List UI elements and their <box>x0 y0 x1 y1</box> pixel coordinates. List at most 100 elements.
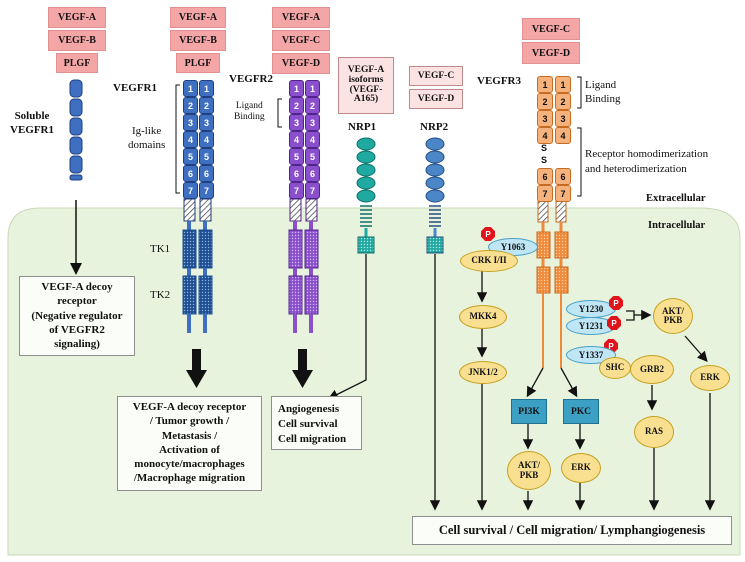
ligand-binding-label: Ligand Binding <box>585 78 620 107</box>
nrp2-label: NRP2 <box>420 121 449 133</box>
cytoplasm-region <box>7 207 741 556</box>
ig-domain: 3 <box>555 110 571 127</box>
soluble-vegfr1-label: Soluble VEGFR1 <box>10 110 54 138</box>
phospho-marker: P <box>481 227 495 241</box>
ig-domain: 1 <box>199 80 214 97</box>
vegfr1-outcome-box: VEGF-A decoy receptor / Tumor growth / M… <box>117 396 262 491</box>
vegfr1-intracellular <box>182 198 213 333</box>
akt-pkb-node: AKT/ PKB <box>507 451 551 490</box>
ras-node: RAS <box>634 416 674 448</box>
disulfide-s: S <box>541 155 548 165</box>
dimerization-label: Receptor homodimerization and heterodime… <box>585 147 708 178</box>
soluble-vegfr1-chain <box>69 79 83 181</box>
node-line: AKT/ <box>661 305 684 316</box>
tk2-label: TK2 <box>150 289 171 301</box>
ligand-box: VEGF-C <box>272 30 330 51</box>
ig-domain: 2 <box>537 93 553 110</box>
erk-node: ERK <box>561 453 601 483</box>
ig-domain: 5 <box>183 148 198 165</box>
node-line: AKT/ <box>517 460 540 471</box>
jnk-node: JNK1/2 <box>459 361 507 384</box>
label-line: Binding <box>585 93 621 106</box>
ig-domain: 7 <box>555 185 571 202</box>
ligand-box: VEGF-A <box>272 7 330 28</box>
box-line: Metastasis / <box>161 429 218 442</box>
ig-domain: 3 <box>199 114 214 131</box>
box-line: signaling) <box>54 338 100 351</box>
ig-domain: 1 <box>305 80 320 97</box>
akt-pkb-node: AKT/ PKB <box>653 298 693 334</box>
ligand-box: VEGF-A <box>170 7 226 28</box>
ig-domain: 5 <box>199 148 214 165</box>
nrp1-ligand-line: VEGF-A <box>347 64 385 75</box>
ig-domain: 3 <box>537 110 553 127</box>
ig-domain: 3 <box>289 114 304 131</box>
erk-node: ERK <box>690 365 730 391</box>
ig-domain: 7 <box>537 185 553 202</box>
ligand-box: VEGF-D <box>409 89 463 109</box>
ligand-box: PLGF <box>176 53 220 73</box>
big-arrows <box>186 349 313 388</box>
ig-domain: 7 <box>305 182 320 199</box>
y1230-site: Y1230 <box>566 300 616 318</box>
intracellular-label: Intracellular <box>648 220 706 231</box>
crk-node: CRK I/II <box>460 250 518 272</box>
box-line: (Negative regulator <box>31 309 123 322</box>
box-line: /Macrophage migration <box>133 472 246 485</box>
disulfide-s: S <box>541 143 548 153</box>
ligand-box: VEGF-C <box>409 66 463 86</box>
vegfr2-intracellular <box>288 198 319 333</box>
ig-domain: 7 <box>199 182 214 199</box>
phospho-marker: P <box>607 316 621 330</box>
vegfr2-outcome-box: Angiogenesis Cell survival Cell migratio… <box>271 396 362 450</box>
box-line: VEGF-A decoy <box>41 281 113 293</box>
ig-domain: 6 <box>183 165 198 182</box>
ig-domain: 1 <box>289 80 304 97</box>
ig-domain: 6 <box>289 165 304 182</box>
box-line: Cell survival <box>278 417 338 430</box>
box-line: of VEGFR2 <box>49 323 105 336</box>
ig-domain: 1 <box>183 80 198 97</box>
ig-domain: 6 <box>537 168 553 185</box>
ig-domain: 4 <box>305 131 320 148</box>
final-outcome-box: Cell survival / Cell migration/ Lymphang… <box>412 516 732 545</box>
ig-domain: 2 <box>183 97 198 114</box>
ig-domain: 4 <box>537 127 553 144</box>
label-line: VEGFR1 <box>10 123 54 136</box>
ligand-binding-label: Ligand Binding <box>234 101 265 124</box>
ligand-box: VEGF-B <box>48 30 106 51</box>
ig-domain: 4 <box>199 131 214 148</box>
ligand-box: VEGF-A <box>48 7 106 28</box>
box-line: receptor <box>57 295 97 308</box>
nrp2-chain <box>425 137 445 254</box>
box-line: Angiogenesis <box>278 403 340 415</box>
pkc-node: PKC <box>563 399 599 424</box>
ig-domain: 7 <box>183 182 198 199</box>
mkk4-node: MKK4 <box>459 305 507 329</box>
ig-domain: 4 <box>289 131 304 148</box>
nrp1-chain <box>356 137 376 254</box>
vegfr3-label: VEGFR3 <box>477 75 521 87</box>
label-line: domains <box>128 139 166 152</box>
y1231-site: Y1231 <box>566 317 616 335</box>
label-line: Ig-like <box>131 125 162 137</box>
phospho-marker: P <box>609 296 623 310</box>
ig-domain: 5 <box>305 148 320 165</box>
nrp1-label: NRP1 <box>348 121 377 133</box>
ig-domain: 4 <box>555 127 571 144</box>
ligand-box: PLGF <box>56 53 98 73</box>
ligand-box: VEGF-C <box>522 18 580 40</box>
ig-domain: 3 <box>305 114 320 131</box>
box-line: monocyte/macrophages <box>134 458 245 471</box>
ligand-box: VEGF-B <box>170 30 226 51</box>
ig-domain: 6 <box>199 165 214 182</box>
ig-domain: 6 <box>555 168 571 185</box>
label-line: Receptor homodimerization <box>585 148 709 160</box>
box-line: Cell migration <box>278 432 347 445</box>
ig-domain: 3 <box>183 114 198 131</box>
vegfr1-label: VEGFR1 <box>113 82 157 94</box>
ligand-box: VEGF-D <box>272 53 330 74</box>
node-line: PKB <box>519 469 539 480</box>
tk1-label: TK1 <box>150 243 171 255</box>
